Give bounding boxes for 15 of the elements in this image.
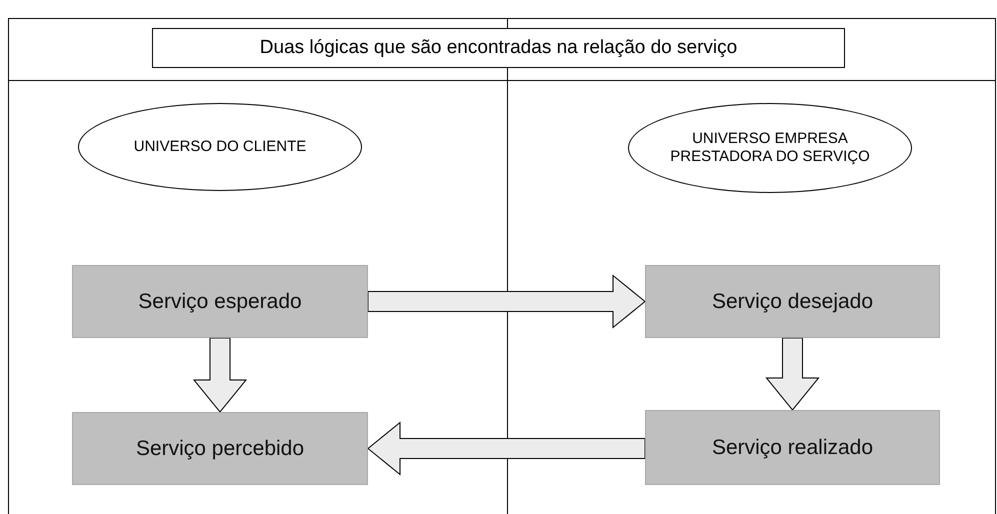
node-label: UNIVERSO EMPRESA PRESTADORA DO SERVIÇO [669,130,871,166]
node-label: Serviço esperado [138,290,302,314]
process-box [645,410,940,485]
node-label: UNIVERSO DO CLIENTE [134,138,306,156]
process-box [72,412,368,485]
node-label: Serviço desejado [712,290,874,314]
node-label: Serviço percebido [136,436,304,460]
process-box [645,265,940,338]
block-arrow [368,274,646,329]
title: Duas lógicas que são encontradas na relação do serviço [152,28,845,68]
process-box [72,265,368,338]
block-arrow [765,338,820,411]
block-arrow [367,421,646,476]
block-arrow [192,338,248,413]
node-label: Serviço realizado [712,436,874,460]
